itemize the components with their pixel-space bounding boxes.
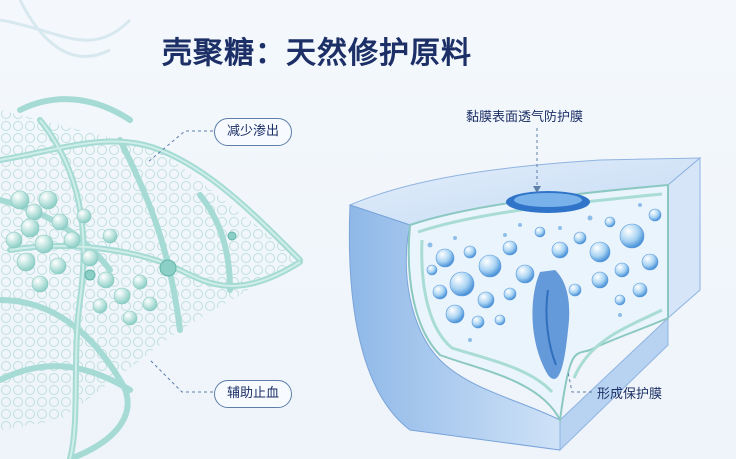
left-callout-lines xyxy=(147,130,213,393)
right-callout-lines xyxy=(536,128,592,393)
background-strands xyxy=(0,0,132,58)
page-title: 壳聚糖：天然修护原料 xyxy=(162,36,472,71)
membrane-cross-section xyxy=(348,156,702,452)
callout-reduce-exudate: 减少渗出 xyxy=(214,118,293,146)
callout-forms-protective-film: 形成保护膜 xyxy=(597,387,663,402)
callout-breathable-membrane: 黏膜表面透气防护膜 xyxy=(466,110,584,125)
chitosan-fiber-mesh xyxy=(0,96,303,459)
callout-assist-hemostasis: 辅助止血 xyxy=(214,380,293,408)
